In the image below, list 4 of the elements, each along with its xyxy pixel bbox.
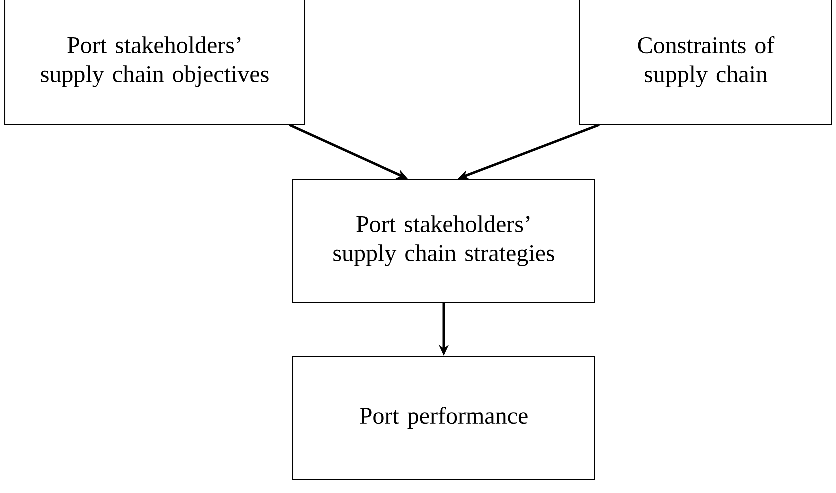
text-box: Constraints of supply chain bbox=[580, 0, 832, 125]
text-box: Port stakeholders’ supply chain strategies bbox=[292, 179, 596, 303]
text-box: Port stakeholders’ supply chain objectives bbox=[4, 0, 306, 125]
text-box: Port performance bbox=[292, 356, 596, 480]
